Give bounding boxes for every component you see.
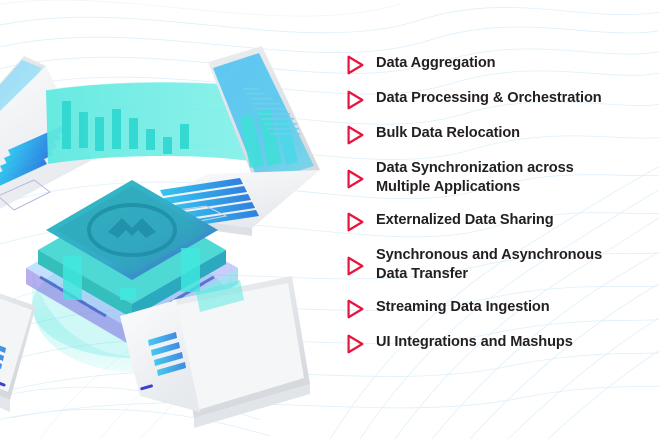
triangle-right-outline-icon xyxy=(347,55,364,75)
laptop-bottom-left xyxy=(0,293,36,412)
feature-item[interactable]: Externalized Data Sharing xyxy=(344,209,656,239)
feature-list: Data Aggregation Data Processing & Orche… xyxy=(344,52,656,366)
triangle-right-outline-icon xyxy=(347,256,364,276)
feature-label: UI Integrations and Mashups xyxy=(376,334,573,350)
circular-m-logo-icon xyxy=(87,203,177,257)
feature-label: Data Processing & Orchestration xyxy=(376,90,602,106)
feature-label: Data Synchronization across Multiple App… xyxy=(376,160,574,196)
feature-item[interactable]: Streaming Data Ingestion xyxy=(344,296,656,326)
floating-bar-chart-panel xyxy=(45,81,281,166)
laptop-bottom-right xyxy=(120,276,310,428)
feature-label: Bulk Data Relocation xyxy=(376,125,520,141)
triangle-right-outline-icon xyxy=(347,334,364,354)
feature-label: Synchronous and Asynchronous Data Transf… xyxy=(376,247,603,283)
triangle-right-outline-icon xyxy=(347,125,364,145)
feature-label: Streaming Data Ingestion xyxy=(376,299,550,315)
screen-dot-grid xyxy=(243,88,300,135)
feature-item[interactable]: Synchronous and Asynchronous Data Transf… xyxy=(344,244,656,291)
triangle-right-outline-icon xyxy=(347,169,364,189)
chip-pillar-left xyxy=(63,256,82,300)
feature-item[interactable]: Bulk Data Relocation xyxy=(344,122,656,152)
triangle-right-outline-icon xyxy=(347,299,364,319)
chart-bars xyxy=(62,101,189,154)
triangle-right-outline-icon xyxy=(347,90,364,110)
feature-item[interactable]: Data Synchronization across Multiple App… xyxy=(344,157,656,204)
feature-item[interactable]: UI Integrations and Mashups xyxy=(344,331,656,361)
central-processor-chip xyxy=(26,180,238,346)
chip-pillar-center xyxy=(120,288,136,300)
isometric-data-integration-illustration xyxy=(0,46,320,428)
chip-pillar-right xyxy=(181,248,200,292)
feature-item[interactable]: Data Aggregation xyxy=(344,52,656,82)
feature-item[interactable]: Data Processing & Orchestration xyxy=(344,87,656,117)
triangle-right-outline-icon xyxy=(347,212,364,232)
feature-label: Data Aggregation xyxy=(376,55,496,71)
feature-label: Externalized Data Sharing xyxy=(376,212,554,228)
